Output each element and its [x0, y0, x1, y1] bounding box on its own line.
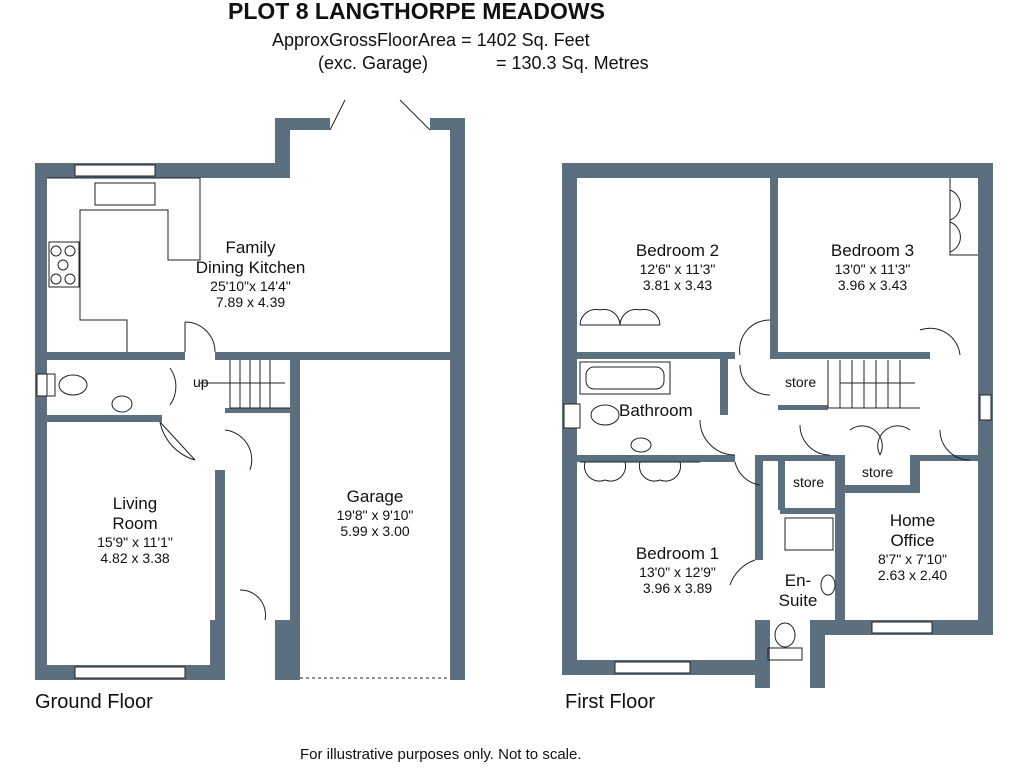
room-name: Home	[889, 511, 936, 530]
area-note: (exc. Garage)	[318, 53, 429, 73]
room-name: Living	[112, 494, 158, 513]
room-name: Bedroom 1	[635, 544, 720, 563]
room-name: Bedroom 2	[635, 241, 720, 260]
room-metric: 3.96 x 3.43	[837, 277, 908, 293]
room-name: Room	[112, 514, 158, 533]
stairs-up-label: up	[193, 374, 209, 390]
room-name: Bedroom 3	[830, 241, 915, 260]
room-imperial: 13'0" x 11'3"	[834, 261, 911, 277]
room-en-suite: En- Suite	[768, 571, 828, 611]
store-label: store	[862, 464, 894, 480]
room-name: Suite	[778, 591, 818, 610]
room-name: Garage	[346, 487, 404, 506]
room-imperial: 15'9" x 11'1"	[97, 534, 173, 550]
room-imperial: 25'10"x 14'4"	[210, 278, 291, 294]
room-metric: 3.81 x 3.43	[642, 277, 713, 293]
room-bedroom-3: Bedroom 3 13'0" x 11'3" 3.96 x 3.43	[800, 241, 945, 293]
room-metric: 2.63 x 2.40	[877, 567, 948, 583]
room-imperial: 8'7" x 7'10"	[878, 551, 947, 567]
page-title: PLOT 8 LANGTHORPE MEADOWS	[228, 0, 605, 24]
room-name: En-	[784, 571, 812, 590]
room-metric: 7.89 x 4.39	[215, 294, 286, 310]
room-name: Dining Kitchen	[195, 258, 306, 277]
area-metric: = 130.3 Sq. Metres	[496, 53, 649, 73]
room-bathroom: Bathroom	[619, 401, 693, 420]
store-label: store	[785, 374, 817, 390]
room-metric: 4.82 x 3.38	[100, 550, 170, 566]
store-label: store	[793, 474, 825, 490]
room-imperial: 19'8" x 9'10"	[336, 507, 414, 523]
room-bedroom-1: Bedroom 1 13'0" x 12'9" 3.96 x 3.89	[600, 544, 755, 596]
room-imperial: 13'0" x 12'9"	[639, 564, 716, 580]
room-name: Office	[890, 531, 935, 550]
first-floor-label: First Floor	[565, 691, 655, 713]
first-floor-fixtures	[36, 178, 992, 674]
room-home-office: Home Office 8'7" x 7'10" 2.63 x 2.40	[850, 511, 975, 583]
ground-floor-label: Ground Floor	[35, 691, 153, 713]
room-name: Family	[225, 238, 276, 257]
room-living-room: Living Room 15'9" x 11'1" 4.82 x 3.38	[70, 494, 200, 566]
room-bedroom-2: Bedroom 2 12'6" x 11'3" 3.81 x 3.43	[600, 241, 755, 293]
room-garage: Garage 19'8" x 9'10" 5.99 x 3.00	[300, 487, 450, 539]
room-metric: 3.96 x 3.89	[642, 580, 713, 596]
room-metric: 5.99 x 3.00	[340, 523, 410, 539]
room-family-dining-kitchen: Family Dining Kitchen 25'10"x 14'4" 7.89…	[178, 238, 323, 310]
gross-floor-area: ApproxGrossFloorArea = 1402 Sq. Feet	[272, 30, 590, 50]
room-imperial: 12'6" x 11'3"	[639, 261, 716, 277]
disclaimer: For illustrative purposes only. Not to s…	[300, 746, 582, 763]
